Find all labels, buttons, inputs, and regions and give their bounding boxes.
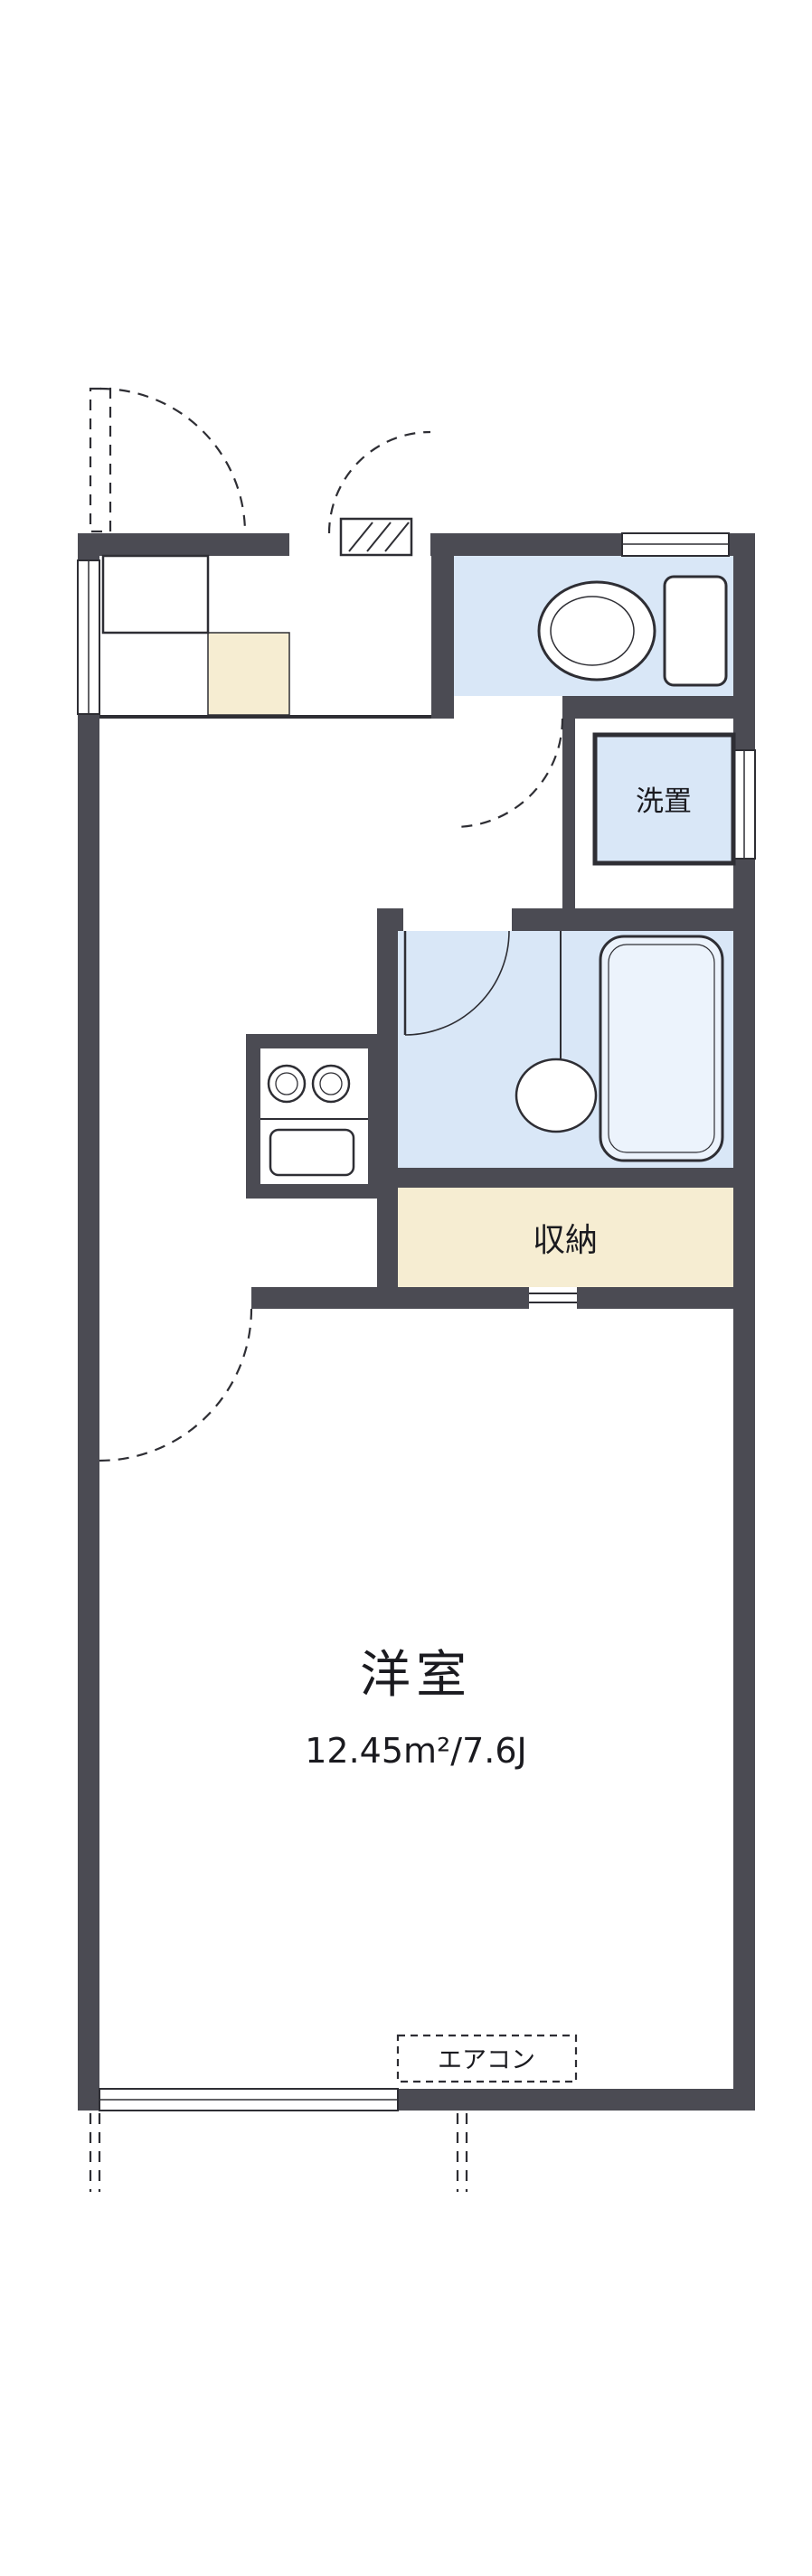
wall-top-mid <box>430 533 622 556</box>
entrance-door-swing-large <box>99 387 247 534</box>
kitchen-unit <box>246 1034 382 1199</box>
wall-washroom-divider <box>562 719 575 908</box>
toilet-bowl <box>537 580 656 682</box>
entrance-door-panel <box>339 517 413 557</box>
toilet-fixture <box>537 575 728 687</box>
wall-storage-top <box>398 1168 733 1188</box>
wall-bath-top <box>512 908 755 931</box>
kitchen-sink <box>269 1128 355 1177</box>
window-right <box>732 749 756 860</box>
room-door-swing <box>99 1308 253 1462</box>
bath-stool <box>515 1058 598 1133</box>
wall-toilet-left <box>431 556 454 719</box>
door-hatch-3 <box>384 522 410 552</box>
balcony-dashes <box>89 2113 468 2192</box>
door-hatch-1 <box>348 522 373 552</box>
aircon-label: エアコン <box>438 2046 535 2074</box>
genkan-step-line <box>99 715 431 719</box>
outer-walls <box>78 533 755 2111</box>
wall-top-left <box>78 533 289 556</box>
window-left <box>77 559 100 715</box>
toilet-door-swing <box>453 718 564 829</box>
stove-burner-left-inner <box>275 1072 298 1095</box>
entrance-door <box>89 387 431 557</box>
storage-label: 収納 <box>533 1222 598 1259</box>
toilet-seat <box>550 596 635 666</box>
bathtub <box>599 935 724 1162</box>
shoe-cabinet <box>101 554 210 635</box>
window-bottom <box>99 2088 399 2111</box>
genkan-tile <box>207 632 290 716</box>
toilet-tank <box>663 575 728 687</box>
wall-left-main <box>78 714 99 2111</box>
wall-toilet-bottom <box>562 696 755 719</box>
stove-burner-right-inner <box>319 1072 343 1095</box>
aircon-outline <box>396 2034 578 2083</box>
door-hatch-2 <box>366 522 392 552</box>
wall-bottom <box>398 2089 755 2111</box>
storage-floor <box>398 1188 733 1287</box>
wall-bath-top-left <box>377 908 403 931</box>
stove-burner-left <box>267 1064 307 1104</box>
wall-right-main <box>733 859 755 2111</box>
wall-bath-left <box>377 931 398 1309</box>
wall-left-upper <box>78 533 99 560</box>
bath-door-swing <box>404 930 510 1036</box>
wall-under-kitchen <box>251 1287 377 1309</box>
bathroom-fixtures <box>403 930 724 1162</box>
washer-pan <box>592 732 736 866</box>
main-room-area: 12.45m²/7.6J <box>305 1731 526 1771</box>
stove-burner-right <box>311 1064 351 1104</box>
aircon: エアコン <box>396 2034 578 2083</box>
wall-storage-bottom-left <box>398 1287 529 1309</box>
washer-label: 洗置 <box>636 785 692 818</box>
windows <box>77 532 756 2111</box>
bathtub-inner <box>608 944 715 1153</box>
interior-walls <box>99 556 755 1309</box>
wall-storage-bottom-right <box>577 1287 733 1309</box>
entrance-door-swing-small <box>327 430 431 534</box>
window-top <box>621 532 730 557</box>
main-room-label: 洋室 <box>360 1646 472 1705</box>
